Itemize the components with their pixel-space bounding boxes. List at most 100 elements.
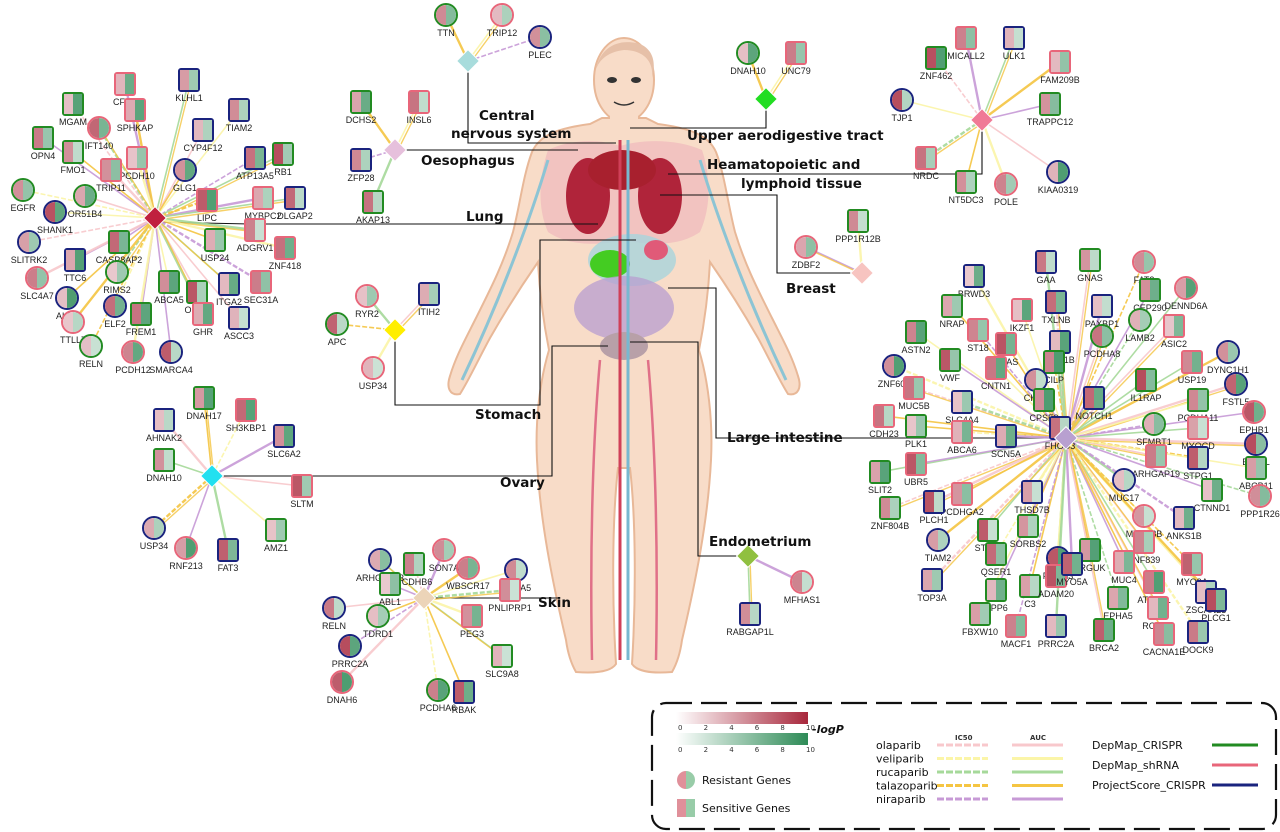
gene-node-uat-unc79[interactable]: UNC79 <box>781 41 811 76</box>
gene-node-lung-opn4[interactable]: OPN4 <box>31 126 56 161</box>
gene-node-li-stpg1[interactable]: STPG1 <box>1183 446 1213 481</box>
gene-node-lung-trip11[interactable]: TRIP11 <box>96 158 126 193</box>
gene-node-lung-cyp4f12[interactable]: CYP4F12 <box>183 118 223 153</box>
gene-node-li-pcdha8[interactable]: PCDHA8 <box>1084 324 1121 359</box>
gene-node-ovary-amz1[interactable]: AMZ1 <box>264 518 288 553</box>
gene-node-li-myo9a[interactable]: MYO9A <box>1176 552 1208 587</box>
gene-node-li-cpsf3[interactable]: CPSF3 <box>1029 388 1059 423</box>
gene-node-li-znf804b[interactable]: ZNF804B <box>871 496 910 531</box>
gene-node-lung-rims2[interactable]: RIMS2 <box>103 260 131 295</box>
gene-node-li-abca6[interactable]: ABCA6 <box>947 420 977 455</box>
gene-node-haem-znf462[interactable]: ZNF462 <box>920 46 953 81</box>
gene-node-li-ubr5[interactable]: UBR5 <box>904 452 928 487</box>
gene-node-li-brwd3[interactable]: BRWD3 <box>958 264 990 299</box>
gene-node-skin-pcdha6[interactable]: PCDHA6 <box>420 678 457 713</box>
gene-node-li-top3a[interactable]: TOP3A <box>917 568 947 603</box>
gene-node-lung-frem1[interactable]: FREM1 <box>126 302 157 337</box>
gene-node-haem-nt5dc3[interactable]: NT5DC3 <box>948 170 984 205</box>
gene-node-skin-peg3[interactable]: PEG3 <box>460 604 484 639</box>
gene-node-lung-abca5[interactable]: ABCA5 <box>154 270 184 305</box>
gene-node-ovary-rnf213[interactable]: RNF213 <box>169 536 203 571</box>
gene-node-skin-abl1[interactable]: ABL1 <box>379 572 401 607</box>
gene-node-li-dync1h1[interactable]: DYNC1H1 <box>1207 340 1249 375</box>
gene-node-haem-tjp1[interactable]: TJP1 <box>890 88 914 123</box>
gene-node-lung-ift140[interactable]: IFT140 <box>85 116 114 151</box>
hub-haem[interactable] <box>969 107 995 133</box>
gene-node-li-cilp[interactable]: CILP <box>1043 350 1065 385</box>
gene-node-oes-zfp28[interactable]: ZFP28 <box>347 148 375 183</box>
gene-node-li-qser1[interactable]: QSER1 <box>981 542 1012 577</box>
gene-node-skin-pcdhb6[interactable]: PCDHB6 <box>396 552 433 587</box>
gene-node-cns-ttn[interactable]: TTN <box>434 3 458 38</box>
gene-node-li-sfmbt1[interactable]: SFMBT1 <box>1136 412 1172 447</box>
gene-node-lung-shank1[interactable]: SHANK1 <box>37 200 73 235</box>
hub-endo[interactable] <box>735 543 761 569</box>
gene-node-li-slit2[interactable]: SLIT2 <box>868 460 892 495</box>
gene-node-li-pcdhga2[interactable]: PCDHGA2 <box>940 482 984 517</box>
gene-node-ovary-sh3kbp1[interactable]: SH3KBP1 <box>226 398 267 433</box>
gene-node-lung-lipc[interactable]: LIPC <box>196 188 218 223</box>
gene-node-stomach-itih2[interactable]: ITIH2 <box>418 282 440 317</box>
gene-node-skin-prrc2a[interactable]: PRRC2A <box>332 634 369 669</box>
gene-node-lung-glg1[interactable]: GLG1 <box>173 158 197 193</box>
gene-node-skin-son7a[interactable]: SON7A <box>429 538 460 573</box>
gene-node-li-il1rap[interactable]: IL1RAP <box>1130 368 1162 403</box>
gene-node-lung-egfr[interactable]: EGFR <box>10 178 36 213</box>
gene-node-li-myo5a[interactable]: MYO5A <box>1056 552 1088 587</box>
gene-node-li-lrguk[interactable]: LRGUK <box>1074 538 1106 573</box>
gene-node-li-dpp6[interactable]: DPP6 <box>984 578 1008 613</box>
gene-node-endo-rabgap1l[interactable]: RABGAP1L <box>726 602 774 637</box>
gene-node-stomach-ryr2[interactable]: RYR2 <box>355 284 379 319</box>
gene-node-oes-insl6[interactable]: INSL6 <box>406 90 432 125</box>
gene-node-li-paxbp1[interactable]: PAXBP1 <box>1085 294 1119 329</box>
gene-node-li-brca2[interactable]: BRCA2 <box>1089 618 1119 653</box>
gene-node-lung-adgrv1[interactable]: ADGRV1 <box>237 218 274 253</box>
gene-node-li-plch1[interactable]: PLCH1 <box>919 490 949 525</box>
gene-node-li-arhgap19[interactable]: ARHGAP19 <box>1132 444 1180 479</box>
gene-node-oes-dchs2[interactable]: DCHS2 <box>346 90 377 125</box>
gene-node-skin-dnah6[interactable]: DNAH6 <box>327 670 358 705</box>
gene-node-lung-smarca4[interactable]: SMARCA4 <box>149 340 193 375</box>
gene-node-lung-ghr[interactable]: GHR <box>192 302 214 337</box>
gene-node-li-gnas[interactable]: GNAS <box>1077 248 1103 283</box>
gene-node-li-znf609[interactable]: ZNF609 <box>878 354 911 389</box>
gene-node-skin-pnliprp1[interactable]: PNLIPRP1 <box>488 578 532 613</box>
gene-node-li-macf1[interactable]: MACF1 <box>1001 614 1032 649</box>
gene-node-haem-micall2[interactable]: MICALL2 <box>947 26 985 61</box>
gene-node-li-muc17[interactable]: MUC17 <box>1109 468 1140 503</box>
gene-node-ovary-usp34[interactable]: USP34 <box>140 516 169 551</box>
gene-node-li-notch1[interactable]: NOTCH1 <box>1075 386 1113 421</box>
gene-node-li-plcg1[interactable]: PLCG1 <box>1201 588 1231 623</box>
gene-node-lung-tiam2[interactable]: TIAM2 <box>226 98 253 133</box>
gene-node-li-muc5b[interactable]: MUC5B <box>898 376 930 411</box>
gene-node-endo-mfhas1[interactable]: MFHAS1 <box>784 570 821 605</box>
gene-node-lung-znf418[interactable]: ZNF418 <box>269 236 302 271</box>
gene-node-lung-pcdh10[interactable]: PCDH10 <box>119 146 155 181</box>
gene-node-lung-rb1[interactable]: RB1 <box>272 142 294 177</box>
gene-node-cns-plec[interactable]: PLEC <box>528 25 552 60</box>
gene-node-ovary-ahnak2[interactable]: AHNAK2 <box>146 408 182 443</box>
gene-node-lung-usp24[interactable]: USP24 <box>201 228 230 263</box>
gene-node-li-vwf[interactable]: VWF <box>939 348 961 383</box>
gene-node-li-fbxw10[interactable]: FBXW10 <box>962 602 998 637</box>
gene-node-lung-klhl1[interactable]: KLHL1 <box>175 68 203 103</box>
gene-node-oes-akap13[interactable]: AKAP13 <box>356 190 390 225</box>
hub-skin[interactable] <box>411 585 437 611</box>
gene-node-ovary-sltm[interactable]: SLTM <box>290 474 314 509</box>
gene-node-li-thsd7b[interactable]: THSD7B <box>1014 480 1050 515</box>
gene-node-skin-slc9a8[interactable]: SLC9A8 <box>485 644 519 679</box>
gene-node-haem-pole[interactable]: POLE <box>994 172 1018 207</box>
gene-node-li-ppp1r26[interactable]: PPP1R26 <box>1240 484 1280 519</box>
gene-node-li-plk1[interactable]: PLK1 <box>905 414 927 449</box>
gene-node-ovary-slc6a2[interactable]: SLC6A2 <box>267 424 301 459</box>
gene-node-lung-sec31a[interactable]: SEC31A <box>244 270 279 305</box>
gene-node-li-ephb1[interactable]: EPHB1 <box>1239 400 1269 435</box>
gene-node-li-cep290[interactable]: CEP290 <box>1133 278 1167 313</box>
gene-node-li-ikzf1[interactable]: IKZF1 <box>1010 298 1035 333</box>
gene-node-li-tiam2[interactable]: TIAM2 <box>925 528 952 563</box>
gene-node-stomach-usp34[interactable]: USP34 <box>359 356 388 391</box>
gene-node-haem-fam209b[interactable]: FAM209B <box>1040 50 1080 85</box>
gene-node-li-cdh23[interactable]: CDH23 <box>869 404 899 439</box>
gene-node-li-c3[interactable]: C3 <box>1019 574 1041 609</box>
gene-node-lung-ttc6[interactable]: TTC6 <box>64 248 87 283</box>
